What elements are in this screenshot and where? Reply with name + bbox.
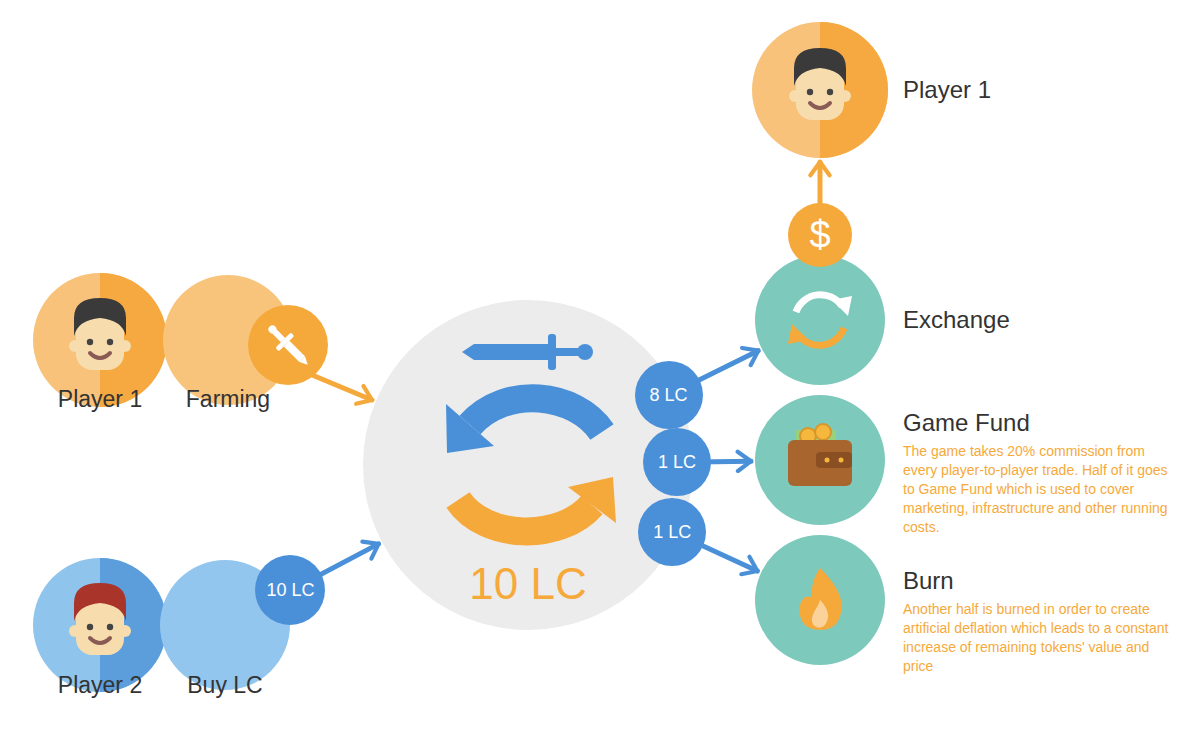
fund-circle: Game FundThe game takes 20% commission f… (755, 395, 885, 525)
player-avatar: Player 2 (33, 558, 167, 692)
node-title: Burn (903, 568, 1153, 594)
activity-circle: Farming (163, 275, 293, 405)
node-title: Buy LC (145, 673, 305, 698)
burn-circle: BurnAnother half is burned in order to c… (755, 535, 885, 665)
circle-half (820, 22, 888, 158)
node-title: Player 1 (903, 77, 1153, 103)
amount-label: 1 LC (653, 523, 691, 541)
exchange-circle: Exchange (755, 255, 885, 385)
circle-shape (755, 395, 885, 525)
amount-badge: 1 LC (643, 428, 711, 496)
amount-badge: $ (788, 203, 852, 267)
circle-fill (752, 22, 888, 158)
node-title: Farming (148, 387, 308, 412)
circle-shape (755, 255, 885, 385)
node-title: 10 LC (400, 560, 656, 608)
amount-label: 8 LC (650, 386, 688, 404)
circle-fill (33, 558, 167, 692)
amount-badge: 1 LC (638, 498, 706, 566)
amount-label: $ (809, 216, 830, 254)
amount-badge: 8 LC (635, 361, 703, 429)
circle-fill (163, 275, 293, 405)
flow-arrow (292, 367, 372, 400)
player-avatar: Player 1 (752, 22, 888, 158)
player-avatar: Player 1 (33, 273, 167, 407)
circle-shape (33, 558, 167, 692)
circle-fill (755, 395, 885, 525)
node-description: Another half is burned in order to creat… (903, 600, 1183, 676)
amount-badge: 10 LC (255, 555, 325, 625)
node-title: Game Fund (903, 410, 1153, 436)
circle-shape (755, 535, 885, 665)
amount-label: 10 LC (266, 581, 314, 599)
amount-label: 1 LC (658, 453, 696, 471)
node-title: Exchange (903, 307, 1153, 333)
circle-shape (752, 22, 888, 158)
circle-fill (755, 255, 885, 385)
node-title: Player 1 (20, 387, 180, 412)
circle-half (100, 558, 167, 692)
node-title: Player 2 (20, 673, 180, 698)
circle-shape (163, 275, 293, 405)
circle-fill (755, 535, 885, 665)
node-description: The game takes 20% commission from every… (903, 442, 1183, 537)
